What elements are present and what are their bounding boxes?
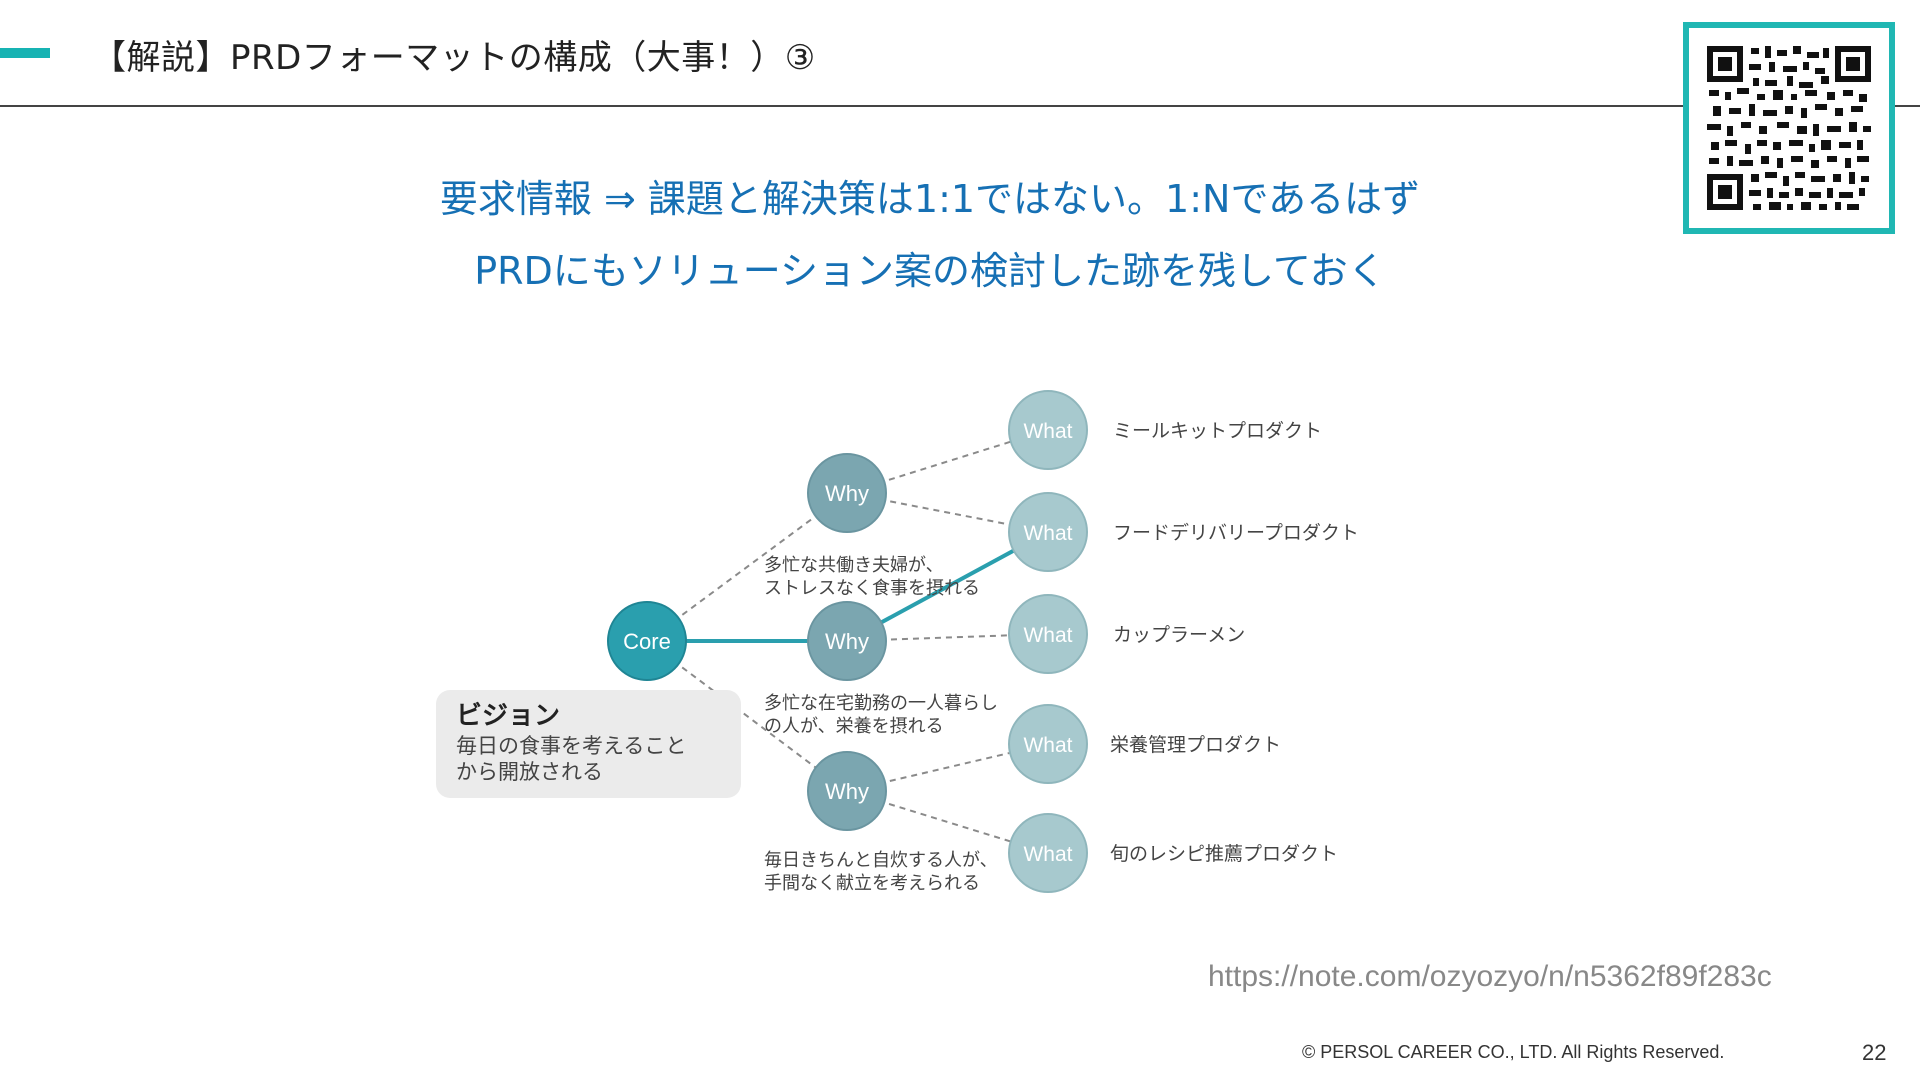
- vision-line-1: 毎日の食事を考えること: [456, 734, 686, 758]
- what-node-3: [1008, 594, 1088, 674]
- source-url-link[interactable]: https://note.com/ozyozyo/n/n5362f89f283c: [1208, 960, 1772, 993]
- what-node-4-label: What: [1023, 734, 1072, 757]
- why-node-2-label: Why: [825, 629, 869, 654]
- edge-core-why1: [646, 492, 848, 642]
- what-node-1-label: What: [1023, 420, 1072, 443]
- why-node-3-label: Why: [825, 779, 869, 804]
- why-1-caption-line-2: ストレスなく食事を摂れる: [764, 578, 980, 599]
- why-node-2: [807, 601, 887, 681]
- headline-line-2: PRDにもソリューション案の検討した跡を残しておく: [474, 249, 1386, 293]
- why-3-caption-line-1: 毎日きちんと自炊する人が、: [764, 850, 998, 871]
- what-2-name: フードデリバリープロダクト: [1113, 522, 1359, 544]
- copyright-footer: © PERSOL CAREER CO., LTD. All Rights Res…: [1302, 1042, 1725, 1062]
- why-2-caption-line-1: 多忙な在宅勤務の一人暮らし: [764, 693, 998, 714]
- vision-line-2: から開放される: [456, 760, 603, 784]
- what-node-5-label: What: [1023, 843, 1072, 866]
- title-accent-bar: [0, 48, 50, 58]
- core-node-label: Core: [623, 629, 671, 654]
- why-3-caption-line-2: 手間なく献立を考えられる: [764, 873, 980, 894]
- edge-core-why3: [646, 640, 848, 792]
- qr-code-icon: [1707, 46, 1871, 210]
- why-node-1-label: Why: [825, 481, 869, 506]
- what-node-1: [1008, 390, 1088, 470]
- title-divider: [0, 105, 1920, 107]
- vision-box: [436, 690, 741, 798]
- what-node-2: [1008, 492, 1088, 572]
- vision-title: ビジョン: [456, 701, 560, 731]
- what-node-4: [1008, 704, 1088, 784]
- qr-code[interactable]: [1683, 22, 1895, 234]
- headline-line-1: 要求情報 ⇒ 課題と解決策は1:1ではない。1:Nであるはず: [439, 177, 1421, 221]
- what-node-2-label: What: [1023, 522, 1072, 545]
- why-node-3: [807, 751, 887, 831]
- what-3-name: カップラーメン: [1113, 624, 1245, 646]
- what-1-name: ミールキットプロダクト: [1113, 420, 1322, 442]
- why-node-1: [807, 453, 887, 533]
- page-number: 22: [1862, 1040, 1887, 1065]
- why-2-caption-line-2: の人が、栄養を摂れる: [764, 716, 944, 737]
- slide-title: 【解説】PRDフォーマットの構成（大事！）③: [92, 38, 816, 78]
- what-4-name: 栄養管理プロダクト: [1110, 734, 1281, 756]
- why-1-caption-line-1: 多忙な共働き夫婦が、: [764, 555, 944, 576]
- what-5-name: 旬のレシピ推薦プロダクト: [1110, 843, 1338, 865]
- what-node-5: [1008, 813, 1088, 893]
- core-node: [607, 601, 687, 681]
- what-node-3-label: What: [1023, 624, 1072, 647]
